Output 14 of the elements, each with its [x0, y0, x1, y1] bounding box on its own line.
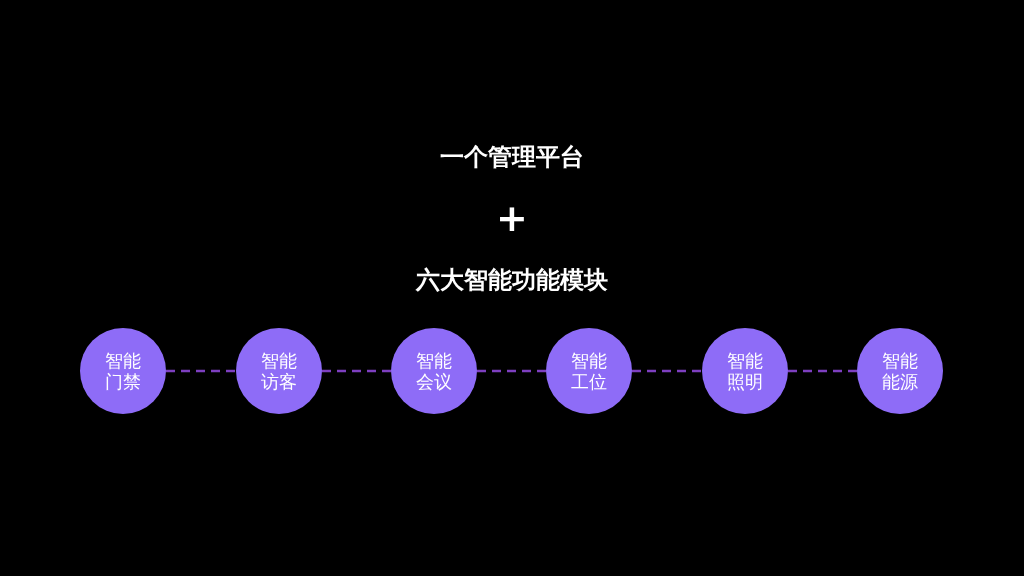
module-circle: 智能工位 — [546, 328, 632, 414]
dashed-connector — [322, 369, 391, 373]
module-circle: 智能照明 — [702, 328, 788, 414]
title-text: 一个管理平台 — [440, 142, 584, 172]
module-circle: 智能访客 — [236, 328, 322, 414]
plus-sign: + — [496, 196, 528, 240]
dashed-connector — [632, 369, 702, 373]
dashed-connector — [788, 369, 857, 373]
subtitle-text: 六大智能功能模块 — [416, 265, 608, 295]
module-circle: 智能门禁 — [80, 328, 166, 414]
dashed-connector — [166, 369, 236, 373]
module-circle: 智能能源 — [857, 328, 943, 414]
module-circle: 智能会议 — [391, 328, 477, 414]
dashed-connector — [477, 369, 546, 373]
